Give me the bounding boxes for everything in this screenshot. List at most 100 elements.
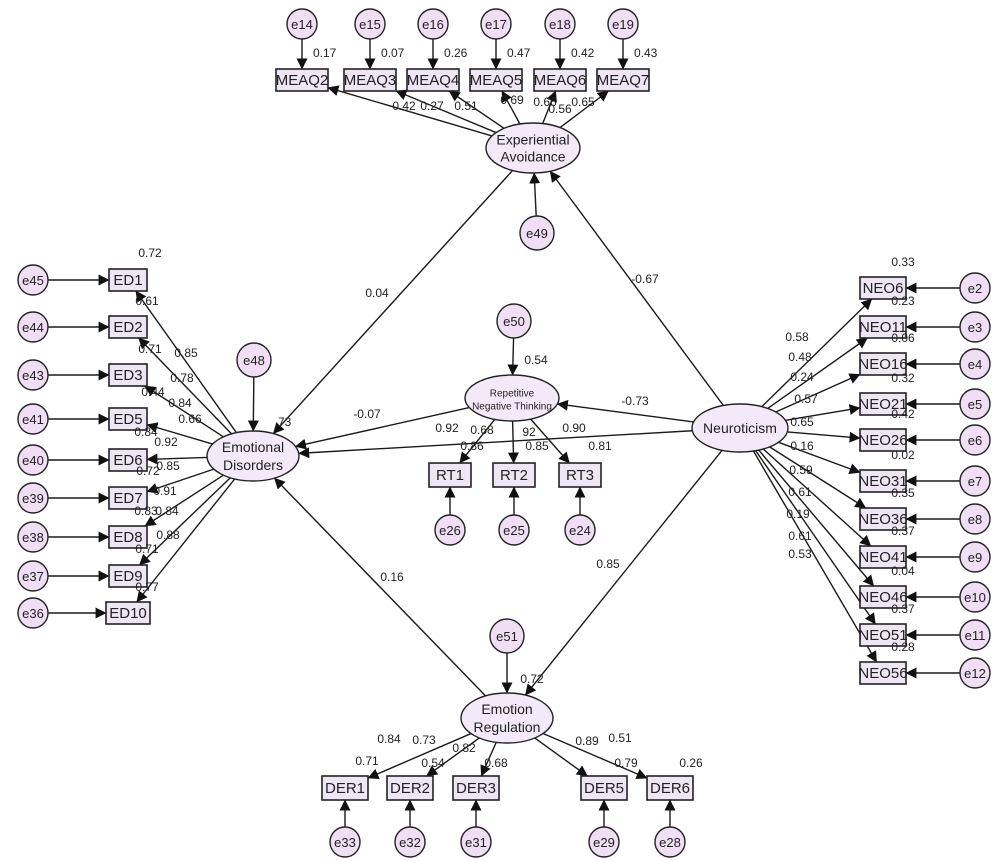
indicator-neu-4 xyxy=(859,428,907,452)
loading-path-ea-4 xyxy=(542,90,557,124)
indicator-ea-5 xyxy=(596,68,650,92)
r2-neu-0: 0.33 xyxy=(891,255,915,269)
indicator-rnt-0-label: RT1 xyxy=(436,467,464,484)
latent-er-label: Emotion xyxy=(481,701,532,717)
indicator-ed-5-label: ED7 xyxy=(113,490,142,507)
indicator-neu-10-label: NEO56 xyxy=(858,665,907,682)
disturbance-e49-label: e49 xyxy=(526,226,548,241)
indicator-ea-1 xyxy=(343,68,397,92)
loading-path-neu-0 xyxy=(761,298,873,408)
error-ed-2 xyxy=(17,359,49,391)
error-ea-1 xyxy=(354,8,386,40)
indicator-neu-5 xyxy=(859,469,907,493)
indicator-ed-7-label: ED9 xyxy=(113,568,142,585)
loading-neu-9: 0.61 xyxy=(788,529,812,543)
indicator-er-2 xyxy=(452,775,500,801)
indicator-ed-7 xyxy=(108,564,148,588)
error-rnt-0 xyxy=(434,514,466,546)
loading-rnt-0: 0.92 xyxy=(435,421,459,435)
latent-ea xyxy=(485,122,581,174)
disturbance-path-e50 xyxy=(507,337,519,376)
loading-path-rnt-0 xyxy=(459,418,496,464)
error-ed-8 xyxy=(17,597,49,629)
error-neu-6-label: e8 xyxy=(968,512,982,527)
disturbance-e51-label: e51 xyxy=(496,629,518,644)
latent-ea-label: Experiential xyxy=(496,132,569,148)
indicator-neu-0 xyxy=(859,276,907,300)
loading-ed-6: 0.91 xyxy=(153,484,177,498)
indicator-er-4 xyxy=(646,775,694,801)
r2-ea-0: 0.17 xyxy=(313,46,337,60)
loading-path-er-4 xyxy=(542,732,648,780)
indicator-er-1-label: DER2 xyxy=(390,780,430,797)
error-neu-2 xyxy=(959,348,991,380)
error-er-2 xyxy=(460,826,492,858)
r2-neu-7: 0.37 xyxy=(891,524,915,538)
indicator-ed-0-label: ED1 xyxy=(113,272,142,289)
loading-path-neu-6 xyxy=(769,446,867,509)
indicator-rnt-1-label: RT2 xyxy=(500,467,528,484)
error-ed-0-label: e45 xyxy=(22,273,44,288)
error-ed-3-label: e41 xyxy=(22,412,44,427)
structural-path-ea-ed xyxy=(272,170,514,435)
disturbance-e50-label: e50 xyxy=(503,314,525,329)
loading-path-neu-1 xyxy=(767,337,868,409)
latent-rnt-label: Negative Thinking xyxy=(472,402,552,413)
indicator-neu-0-label: NEO6 xyxy=(863,280,904,297)
indicator-neu-8 xyxy=(859,585,907,609)
loading-ea-extra-1: 0.56 xyxy=(548,102,572,116)
error-ea-4-label: e18 xyxy=(549,17,571,32)
disturbance-path-e48 xyxy=(247,376,259,432)
error-ea-5-label: e19 xyxy=(612,17,634,32)
r2-neu-3: 0.32 xyxy=(891,371,915,385)
loading-path-ea-3 xyxy=(501,90,521,125)
loading-ea-4: 0.69 xyxy=(500,93,524,107)
error-ed-7-label: e37 xyxy=(22,569,44,584)
structural-path-er-ed xyxy=(273,477,487,697)
path-coef-ea-ed: 0.04 xyxy=(365,286,389,300)
path-coef-er-ed: 0.16 xyxy=(380,570,404,584)
r2-ed-4: 0.84 xyxy=(134,425,158,439)
indicator-ed-2 xyxy=(108,363,148,387)
r2-er: 0.72 xyxy=(520,672,544,686)
r2-rnt-2: 0.81 xyxy=(588,439,612,453)
loading-ed-1: 0.78 xyxy=(170,371,194,385)
error-neu-7 xyxy=(959,541,991,573)
indicator-neu-10 xyxy=(859,661,907,685)
error-ed-6 xyxy=(17,521,49,553)
indicator-ed-4 xyxy=(108,448,148,472)
latent-neu-label: Neuroticism xyxy=(703,420,777,436)
indicator-ea-4-label: MEAQ6 xyxy=(534,72,587,89)
error-rnt-1-label: e25 xyxy=(503,523,525,538)
indicator-er-2-label: DER3 xyxy=(456,780,496,797)
loading-er-2: 0.82 xyxy=(452,741,476,755)
latent-neu xyxy=(691,403,789,453)
error-ea-0-label: e14 xyxy=(291,17,313,32)
r2-ea-1: 0.07 xyxy=(381,46,405,60)
r2-ed-8: 0.77 xyxy=(135,580,159,594)
error-er-4 xyxy=(654,826,686,858)
loading-path-neu-2 xyxy=(775,373,861,413)
loading-neu-0: 0.58 xyxy=(785,330,809,344)
loading-path-ed-5 xyxy=(146,468,215,494)
loading-neu-10: 0.53 xyxy=(788,547,812,561)
r2-ed-5: 0.72 xyxy=(136,464,160,478)
indicator-ea-3-label: MEAQ5 xyxy=(470,72,523,89)
r2-neu-10: 0.28 xyxy=(891,640,915,654)
error-neu-7-label: e9 xyxy=(968,550,982,565)
indicator-ea-1-label: MEAQ3 xyxy=(344,72,397,89)
structural-path-neu-ed xyxy=(298,430,693,459)
r2-er-0: 0.71 xyxy=(355,754,379,768)
error-neu-1-label: e3 xyxy=(968,320,982,335)
latent-er-label: Regulation xyxy=(474,719,541,735)
loading-path-ed-3 xyxy=(146,422,213,445)
path-coef-neu-ea: -0.67 xyxy=(631,272,659,286)
r2-ea-3: 0.47 xyxy=(507,46,531,60)
loading-path-er-2 xyxy=(480,742,497,777)
disturbance-e48-label: e48 xyxy=(243,353,265,368)
error-neu-5-label: e7 xyxy=(968,474,982,489)
indicator-neu-7-label: NEO41 xyxy=(858,549,907,566)
indicator-ed-8 xyxy=(105,601,151,625)
error-neu-1 xyxy=(959,311,991,343)
loading-path-neu-10 xyxy=(752,450,878,663)
